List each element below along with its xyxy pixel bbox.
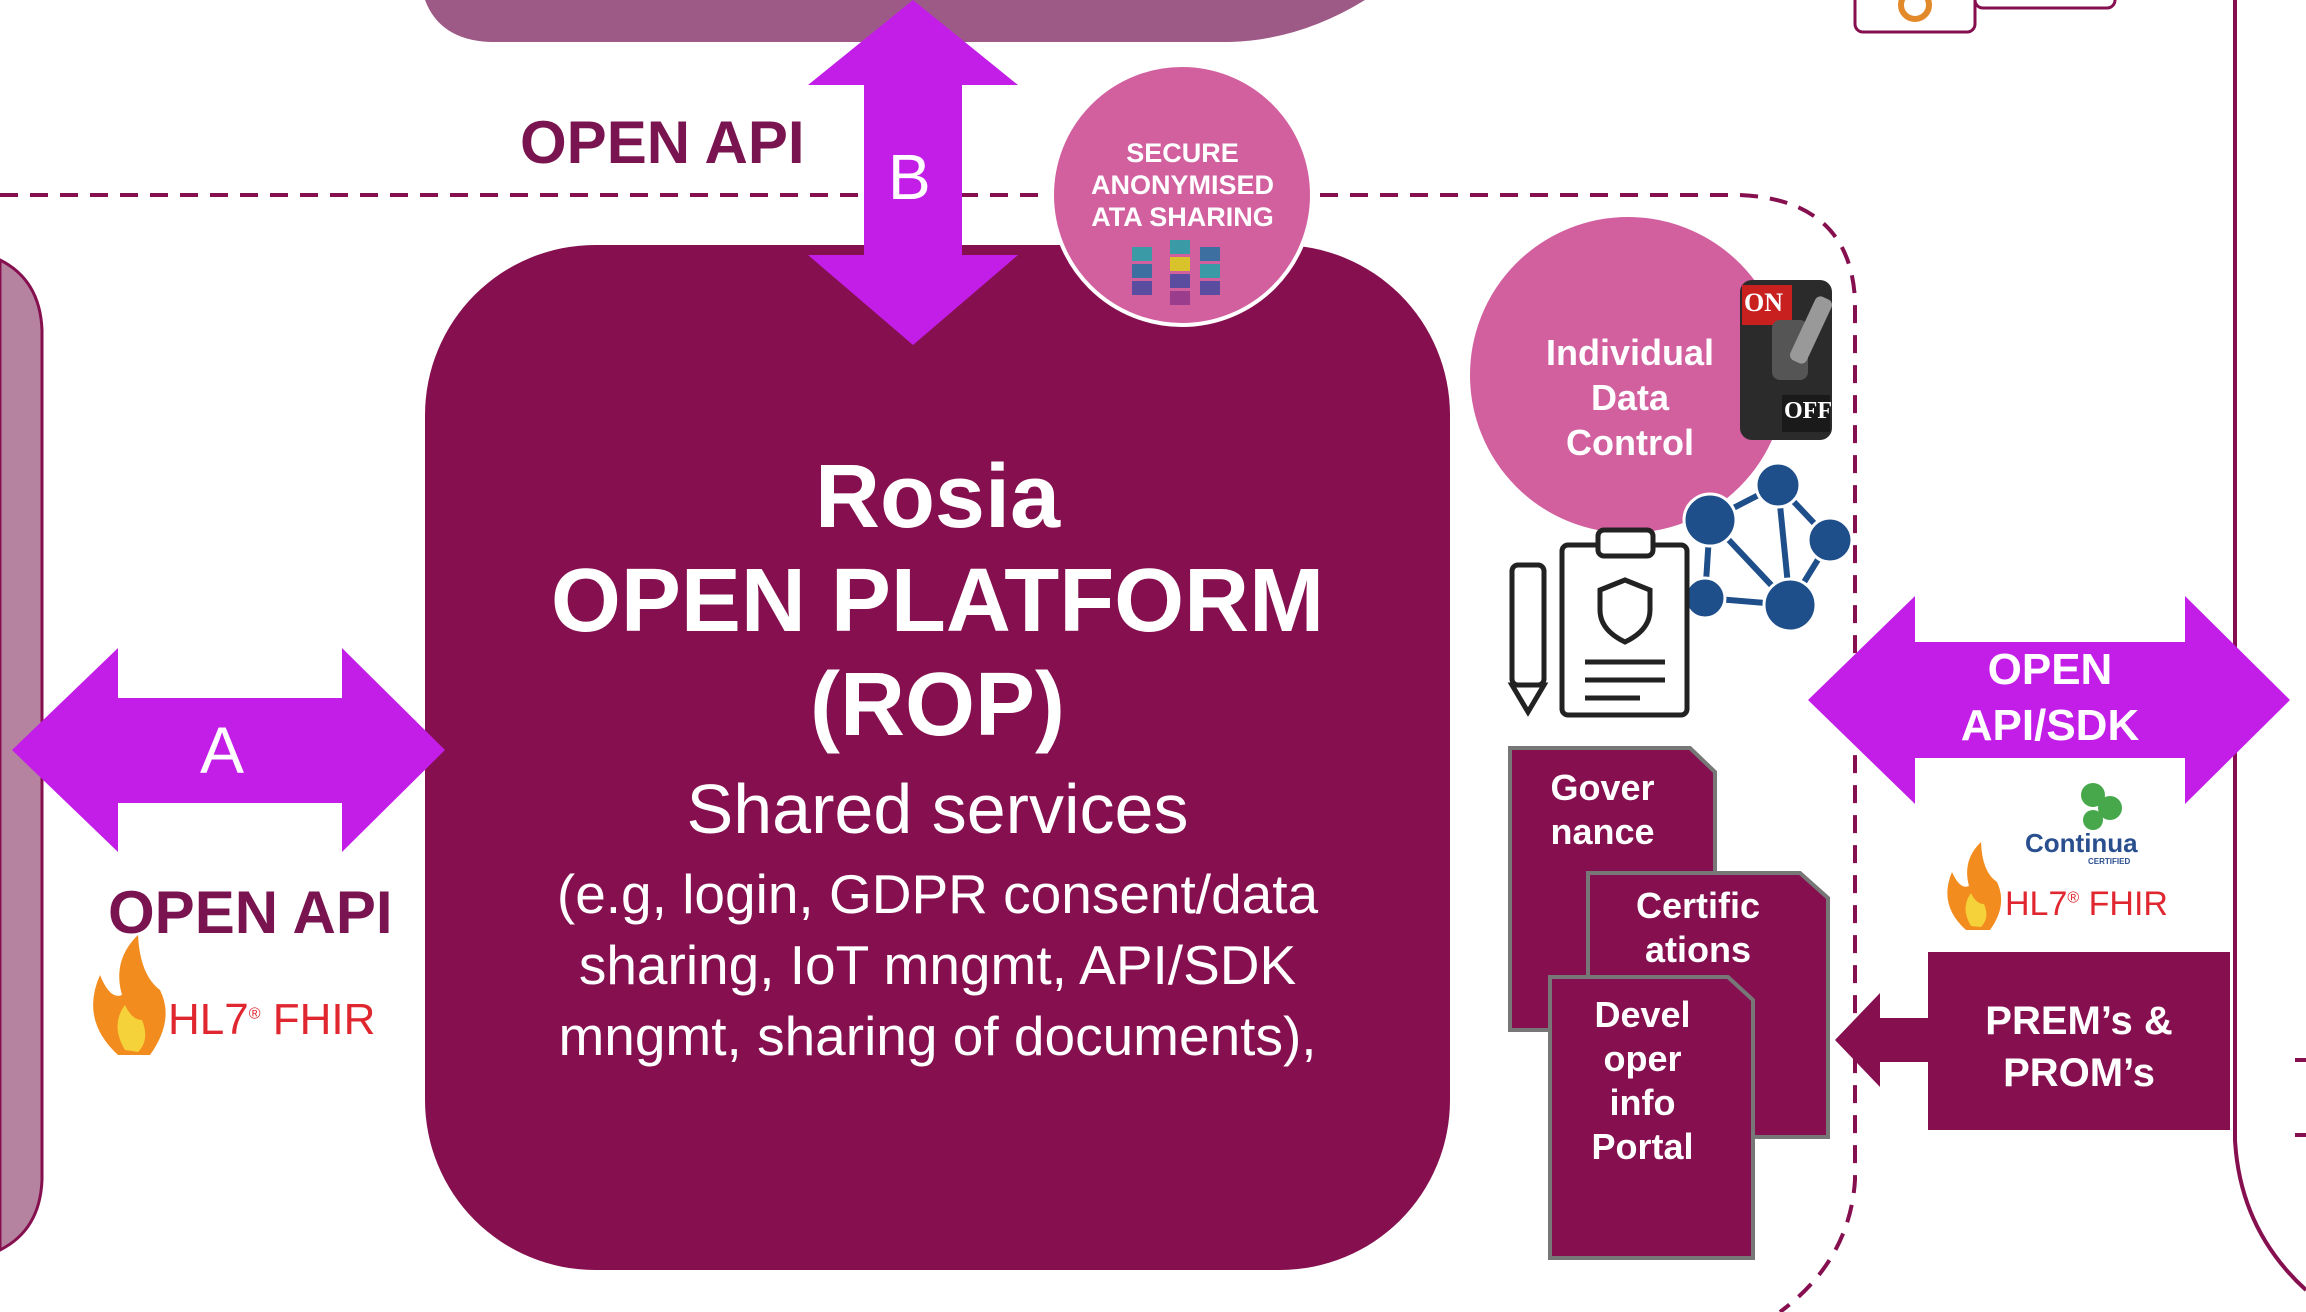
hl7-text-right: HL7	[2005, 885, 2068, 923]
open-api-sdk-line-1: OPEN	[1987, 645, 2113, 694]
arrow-b-label: B	[888, 141, 931, 213]
doc-developer-line-3: info	[1609, 1082, 1676, 1123]
doc-developer-line-1: Devel	[1594, 994, 1691, 1035]
clipboard-shield-icon	[1507, 527, 1690, 718]
fhir-flame-icon-left	[93, 935, 166, 1055]
main-title-line-2: OPEN PLATFORM	[550, 551, 1325, 651]
continua-certified-label: CERTIFIED	[2088, 857, 2131, 866]
main-desc-line-2: sharing, IoT mngmt, API/SDK	[578, 934, 1297, 996]
continua-label: Continua	[2025, 828, 2138, 858]
prem-prom-line-1: PREM’s &	[1985, 999, 2173, 1043]
fhir-text-right: FHIR	[2088, 885, 2168, 923]
main-platform-box	[425, 245, 1450, 1270]
arrow-a-label: A	[200, 713, 245, 787]
hl7-text: HL7	[168, 995, 249, 1044]
arrow-a	[12, 648, 445, 852]
dashed-boundary	[0, 193, 1857, 1312]
switch-off-label: OFF	[1784, 398, 1832, 424]
doc-governance-label: Gover nance	[1510, 766, 1695, 854]
toggle-switch-icon	[1740, 280, 1832, 440]
right-dash-marks	[2295, 1058, 2306, 1137]
secure-sharing-circle	[1050, 63, 1314, 327]
hl7-reg-right: ®	[2067, 889, 2080, 907]
main-title-line-3: (ROP)	[810, 655, 1065, 755]
doc-governance-line-2: nance	[1550, 811, 1655, 852]
doc-certifications-line-2: ations	[1644, 929, 1751, 970]
main-desc-line-3: mngmt, sharing of documents),	[558, 1005, 1317, 1067]
logo-box-right	[1973, 0, 2117, 10]
open-api-sdk-label: OPEN API/SDK	[1930, 642, 2170, 754]
right-panel-outline	[2233, 0, 2306, 1292]
doc-developer-portal	[1548, 975, 1755, 1260]
doc-certifications-line-1: Certific	[1635, 885, 1761, 926]
open-api-sdk-line-2: API/SDK	[1960, 701, 2140, 750]
fhir-text: FHIR	[272, 995, 376, 1044]
secure-sharing-line-2: ANONYMISED	[1090, 170, 1274, 200]
fhir-flame-icon-right	[1947, 842, 2002, 930]
open-api-left-label: OPEN API	[108, 879, 393, 946]
hl7-fhir-logo-left: HL7® FHIR	[168, 995, 375, 1045]
logo-mark	[1898, 0, 1932, 22]
individual-control-label: Individual Data Control	[1520, 330, 1740, 465]
hl7-fhir-logo-right: HL7® FHIR	[2005, 885, 2168, 924]
hl7-reg: ®	[248, 1005, 261, 1023]
individual-control-line-2: Data	[1590, 377, 1670, 418]
main-platform-content: Rosia OPEN PLATFORM (ROP) Shared service…	[425, 245, 1450, 1270]
main-title-line-1: Rosia	[814, 447, 1061, 547]
secure-sharing-label: SECURE ANONYMISED ATA SHARING	[1070, 137, 1295, 233]
doc-developer-line-2: oper	[1603, 1038, 1682, 1079]
individual-control-line-1: Individual	[1545, 332, 1714, 373]
arrow-open-api-sdk	[1808, 596, 2290, 804]
data-blocks-icon	[1132, 240, 1220, 305]
prem-prom-line-2: PROM’s	[2003, 1051, 2155, 1095]
doc-certifications-label: Certific ations	[1588, 884, 1808, 972]
arrow-b	[808, 0, 1018, 345]
open-api-top-label: OPEN API	[520, 109, 805, 176]
network-nodes	[1682, 461, 1854, 633]
individual-control-line-3: Control	[1566, 422, 1694, 463]
secure-sharing-line-1: SECURE	[1126, 138, 1239, 168]
main-subtitle: Shared services	[686, 770, 1189, 848]
doc-developer-portal-label: Devel oper info Portal	[1550, 993, 1735, 1169]
doc-developer-line-4: Portal	[1591, 1126, 1694, 1167]
doc-governance-line-1: Gover	[1550, 767, 1655, 808]
prem-prom-arrow	[1835, 993, 1930, 1087]
switch-on-label: ON	[1744, 288, 1783, 317]
logo-box-left	[1853, 0, 1977, 34]
prem-prom-box	[1928, 952, 2230, 1130]
continua-logo	[2081, 783, 2122, 830]
secure-sharing-line-3: ATA SHARING	[1091, 202, 1274, 232]
prem-prom-label: PREM’s & PROM’s	[1928, 995, 2230, 1099]
main-desc-line-1: (e.g, login, GDPR consent/data	[556, 863, 1319, 925]
